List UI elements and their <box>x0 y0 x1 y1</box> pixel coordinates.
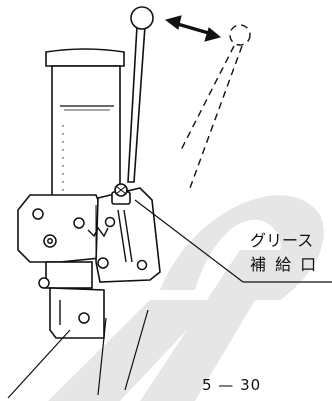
lever-alt-edge-left <box>179 45 235 153</box>
callout-leader <box>134 199 332 283</box>
callout-label-line1: グリース <box>250 231 313 250</box>
bolt-right-lower <box>97 257 109 269</box>
watermark-stripe-left <box>48 300 215 401</box>
lever-handle <box>127 6 154 183</box>
lever-shaft <box>127 25 146 183</box>
watermark-stripe-middle <box>140 250 285 401</box>
linkage <box>59 209 133 325</box>
bolt-top-left <box>32 208 44 220</box>
double-headed-arrow-icon <box>164 15 222 42</box>
leader-line <box>134 199 244 283</box>
bracket-plate-left <box>17 194 101 263</box>
watermark-logo <box>48 195 324 401</box>
grease-reservoir <box>45 48 125 201</box>
lower-shaft-housing <box>45 261 93 289</box>
figure-number: 5 — 30 <box>202 376 261 394</box>
lower-shaft <box>49 287 105 339</box>
bolt-shaft <box>78 312 90 324</box>
grease-fitting <box>111 183 131 205</box>
reservoir-body <box>51 65 121 201</box>
reservoir-cap <box>45 48 125 67</box>
lever-alt-edge-right <box>189 45 243 189</box>
link-spring <box>87 226 109 238</box>
bolt-right-bottom <box>136 259 148 271</box>
link-rod <box>117 209 127 263</box>
bolt-lower-left <box>38 277 50 289</box>
hatching <box>7 309 149 399</box>
lever-alt-knob <box>229 24 251 46</box>
callout-label-line2: 補 給 口 <box>250 255 318 274</box>
lever-knob <box>130 6 154 30</box>
bolts <box>32 208 148 324</box>
link-rod-2 <box>123 209 133 263</box>
watermark-curve <box>160 195 324 300</box>
bolt-center-right <box>104 216 116 228</box>
bolt-center <box>73 217 85 229</box>
lever-alternate-position <box>179 24 251 189</box>
bolt-mid-left-inner <box>47 238 53 244</box>
